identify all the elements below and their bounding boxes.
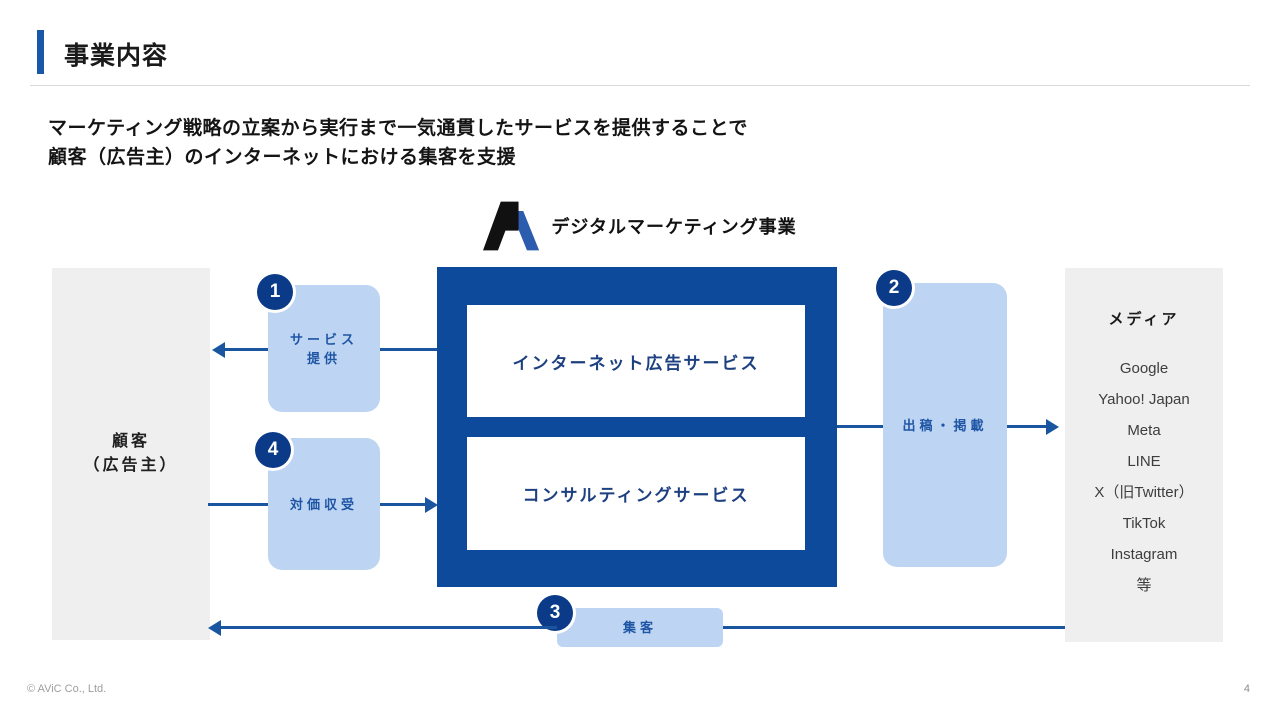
media-panel: メディア Google Yahoo! Japan Meta LINE X（旧Tw… [1065, 268, 1223, 642]
arrow-service-to-customer-line [224, 348, 268, 351]
service-provision-label-line1: サービス [289, 331, 358, 347]
arrow-compensation-to-block-line [380, 503, 425, 506]
subtitle-line-1: マーケティング戦略の立案から実行まで一気通貫したサービスを提供することで [48, 118, 748, 139]
step-2-badge: 2 [876, 270, 912, 306]
media-item-google: Google [1119, 360, 1169, 377]
media-item-line: LINE [1127, 453, 1161, 470]
media-item-yahoo: Yahoo! Japan [1098, 391, 1190, 408]
arrow-service-from-block-line [380, 348, 437, 351]
digital-marketing-block: インターネット広告サービス コンサルティングサービス [437, 267, 837, 587]
step-4-badge: 4 [255, 432, 291, 468]
consulting-service-box: コンサルティングサービス [467, 437, 805, 550]
copyright-text: © AViC Co., Ltd. [27, 683, 107, 695]
business-heading: デジタルマーケティング事業 [551, 217, 797, 237]
arrow-acquisition-to-customer-head [208, 620, 221, 636]
media-item-x: X（旧Twitter） [1094, 484, 1194, 501]
media-item-instagram: Instagram [1110, 546, 1178, 563]
business-heading-row: デジタルマーケティング事業 [0, 201, 1280, 251]
arrow-compensation-to-block-head [425, 497, 438, 513]
step-3-badge: 3 [537, 595, 573, 631]
step-1-badge: 1 [257, 274, 293, 310]
customer-label-line1: 顧客 [111, 433, 150, 450]
arrow-acquisition-left-line [220, 626, 557, 629]
arrow-acquisition-right-line [723, 626, 1065, 629]
media-item-tiktok: TikTok [1122, 515, 1166, 532]
arrow-service-to-customer-head [212, 342, 225, 358]
subtitle-line-2: 顧客（広告主）のインターネットにおける集客を支援 [48, 147, 517, 168]
page-title: 事業内容 [64, 42, 169, 70]
media-panel-title: メディア [1108, 311, 1180, 328]
arrow-placement-from-block-line [837, 425, 883, 428]
arrow-compensation-from-customer-line [208, 503, 268, 506]
internet-ad-service-box: インターネット広告サービス [467, 305, 805, 417]
service-provision-label-line2: 提供 [306, 350, 341, 366]
customer-panel: 顧客 （広告主） [52, 268, 210, 640]
media-item-etc: 等 [1136, 577, 1152, 594]
arrow-placement-to-media-line [1007, 425, 1046, 428]
header-divider [30, 85, 1250, 86]
media-item-meta: Meta [1127, 422, 1161, 439]
page-number: 4 [1243, 683, 1250, 695]
customer-label-line2: （広告主） [83, 457, 179, 474]
arrow-placement-to-media-head [1046, 419, 1059, 435]
placement-box: 出稿・掲載 [883, 283, 1007, 567]
title-accent-bar [37, 30, 44, 74]
slide-subtitle: マーケティング戦略の立案から実行まで一気通貫したサービスを提供することで 顧客（… [48, 114, 748, 172]
avic-logo-icon [483, 201, 540, 251]
service-provision-box: サービス 提供 [268, 285, 380, 412]
acquisition-box: 集客 [557, 608, 723, 647]
